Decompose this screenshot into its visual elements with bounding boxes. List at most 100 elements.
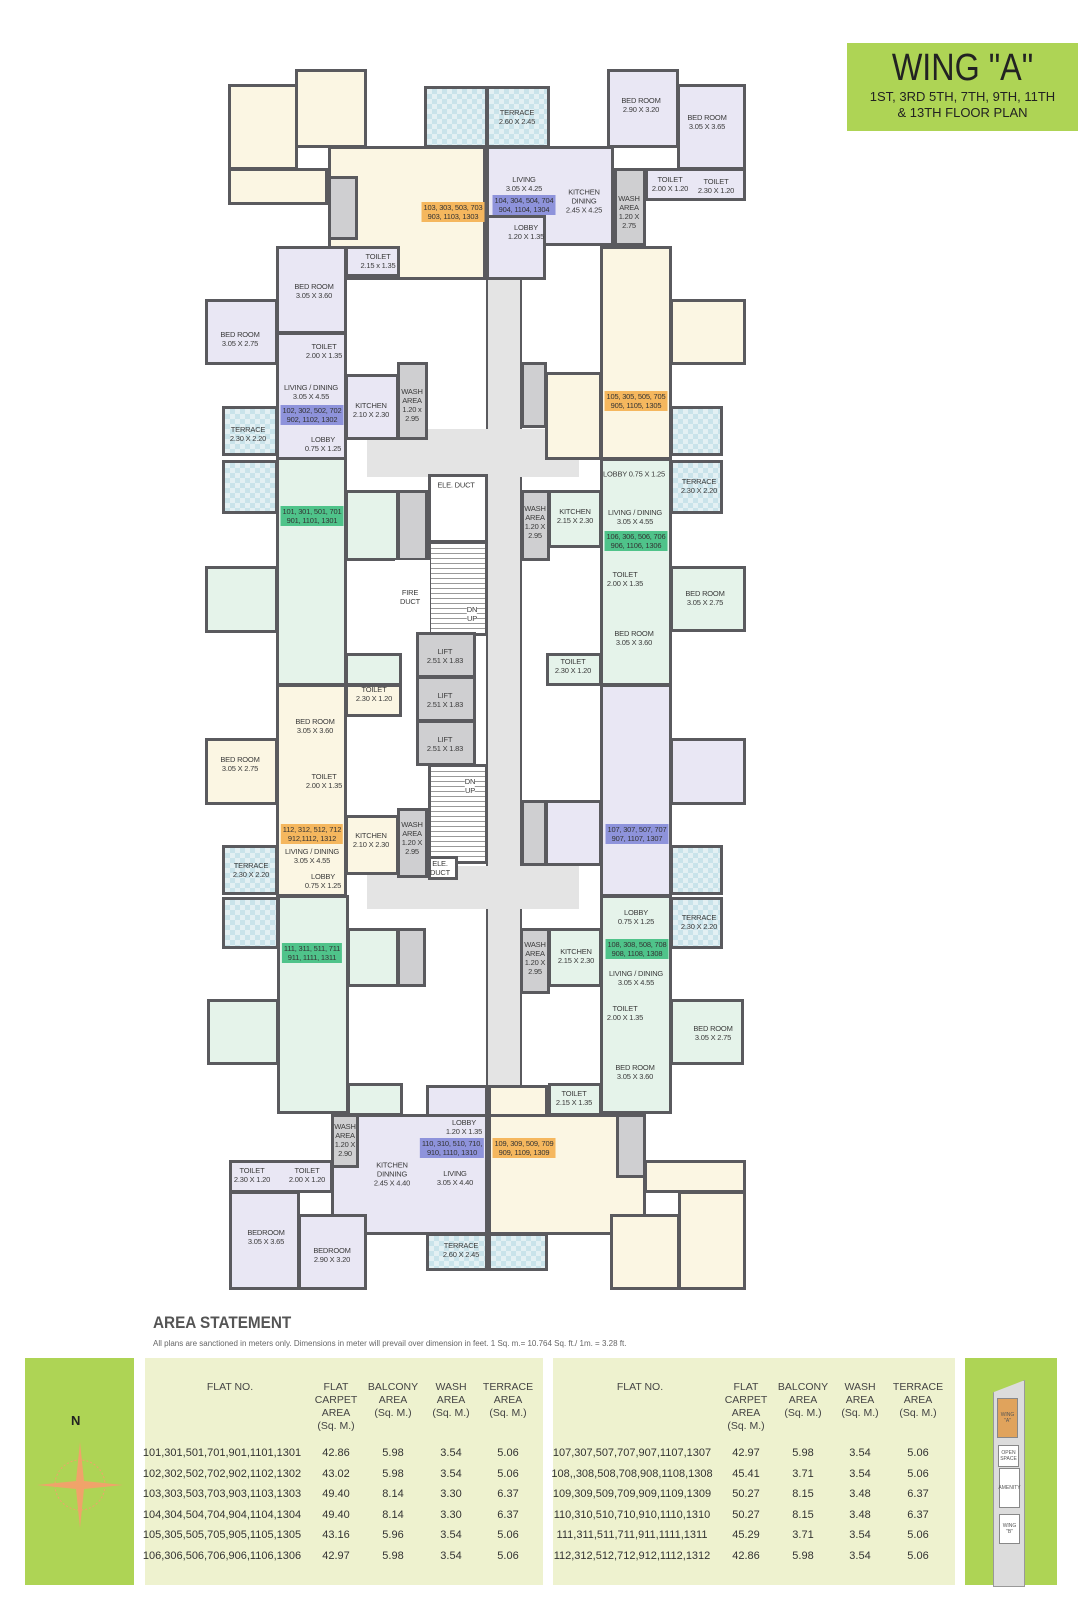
area-cell: 8.15 bbox=[792, 1508, 814, 1521]
area-cell: 3.54 bbox=[440, 1549, 462, 1562]
area-cell: 8.14 bbox=[382, 1508, 404, 1521]
unit-105-main bbox=[600, 246, 672, 460]
flat-no-cell: 105,305,505,705,905,1105,1305 bbox=[142, 1529, 302, 1541]
area-cell: 5.98 bbox=[792, 1447, 814, 1459]
area-cell: 5.06 bbox=[907, 1529, 929, 1541]
area-cell: 6.37 bbox=[497, 1508, 519, 1521]
unit-tag: 110, 310, 510, 710,910, 1110, 1310 bbox=[419, 1138, 485, 1158]
unit-108-wash bbox=[520, 928, 550, 994]
unit-103-toilets bbox=[228, 168, 328, 205]
area-statement-heading: AREA STATEMENT bbox=[153, 1313, 292, 1332]
flat-no-cell: 107,307,507,707,907,1107,1307 bbox=[552, 1447, 712, 1459]
unit-103-bedroom-2 bbox=[295, 69, 367, 148]
header-flat-no: FLAT NO. bbox=[616, 1381, 664, 1393]
area-cell: 8.14 bbox=[382, 1488, 404, 1500]
area-cell: 5.98 bbox=[382, 1447, 404, 1459]
area-table-right bbox=[553, 1358, 955, 1585]
unit-106-kitchen bbox=[548, 490, 602, 548]
unit-104-bedroom-2 bbox=[677, 84, 746, 170]
unit-103-wash bbox=[328, 176, 358, 240]
unit-109-toilets bbox=[644, 1160, 746, 1193]
area-cell: 6.37 bbox=[497, 1488, 519, 1500]
flat-no-cell: 101,301,501,701,901,1101,1301 bbox=[142, 1447, 302, 1459]
terrace-105 bbox=[670, 406, 723, 456]
area-cell: 5.06 bbox=[907, 1447, 929, 1459]
ele-duct-label-2: ELE. DUCT bbox=[429, 859, 451, 877]
flat-no-cell: 108,,308,508,708,908,1108,1308 bbox=[551, 1467, 713, 1480]
area-cell: 50.27 bbox=[732, 1508, 760, 1521]
unit-104-wash bbox=[614, 168, 646, 246]
unit-101-bedroom bbox=[205, 566, 278, 633]
area-cell: 3.54 bbox=[849, 1529, 871, 1541]
area-cell: 42.97 bbox=[732, 1447, 760, 1459]
flat-no-cell: 111,311,511,711,911,1111,1311 bbox=[556, 1529, 708, 1541]
area-cell: 42.86 bbox=[732, 1549, 760, 1562]
area-cell: 5.06 bbox=[907, 1467, 929, 1480]
unit-101-toilet bbox=[345, 653, 402, 686]
area-cell: 49.40 bbox=[322, 1488, 350, 1500]
staircase-2 bbox=[428, 764, 488, 864]
lift-1 bbox=[416, 632, 476, 678]
area-cell: 5.06 bbox=[497, 1467, 519, 1480]
area-cell: 3.54 bbox=[440, 1529, 462, 1541]
area-cell: 3.30 bbox=[440, 1488, 462, 1500]
unit-102-toilet bbox=[345, 246, 400, 277]
flat-no-cell: 104,304,504,704,904,1104,1304 bbox=[142, 1508, 302, 1521]
flat-no-cell: 106,306,506,706,906,1106,1306 bbox=[142, 1549, 302, 1562]
flat-no-cell: 102,302,502,702,902,1102,1302 bbox=[142, 1467, 302, 1480]
area-cell: 3.30 bbox=[440, 1508, 462, 1521]
unit-107-wash bbox=[521, 800, 547, 866]
key-plan-panel: WING "A" OPEN SPACE AMENITY WING "B" bbox=[965, 1358, 1057, 1587]
flat-no-cell: 110,310,510,710,910,1110,1310 bbox=[553, 1508, 711, 1521]
unit-112-wash bbox=[397, 808, 428, 878]
area-cell: 42.97 bbox=[322, 1549, 350, 1562]
unit-104-lobby bbox=[486, 215, 546, 280]
area-cell: 50.27 bbox=[732, 1488, 760, 1500]
unit-105-kitchen bbox=[545, 372, 602, 460]
unit-101-main bbox=[276, 457, 347, 686]
area-cell: 43.02 bbox=[322, 1467, 350, 1480]
unit-112-toilet bbox=[345, 684, 402, 717]
terrace-102 bbox=[222, 406, 278, 456]
unit-109-lobby bbox=[488, 1085, 548, 1117]
terrace-101 bbox=[222, 460, 278, 514]
unit-106-wash bbox=[521, 490, 550, 561]
fire-duct-label: FIRE DUCT bbox=[399, 588, 421, 606]
